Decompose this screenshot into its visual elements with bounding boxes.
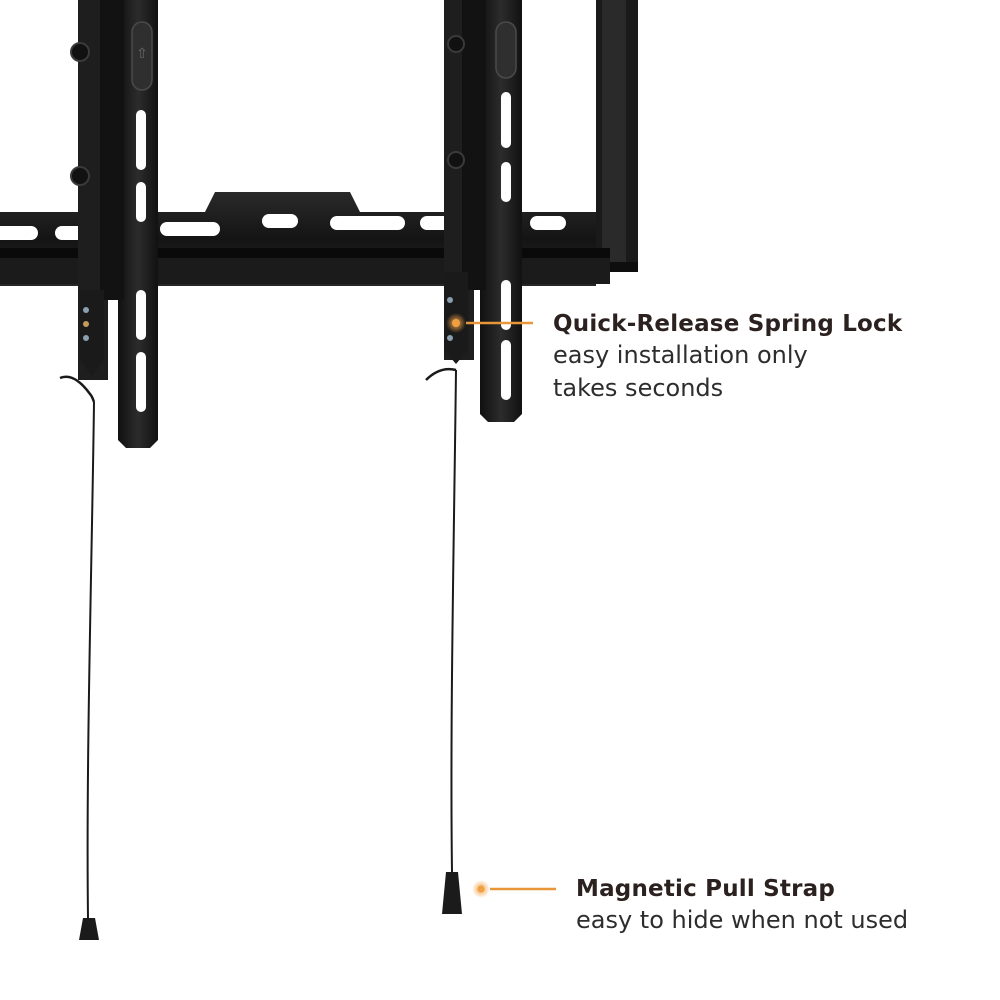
pull-weight-icon — [79, 918, 99, 940]
wall-plate-frame — [596, 0, 638, 272]
screw-icon — [447, 151, 465, 169]
callout-pull-strap: Magnetic Pull Strap easy to hide when no… — [576, 874, 996, 937]
screw-icon — [70, 42, 90, 62]
callout-spring-lock: Quick-Release Spring Lock easy installat… — [553, 309, 993, 405]
screw-icon — [70, 166, 90, 186]
left-pull-strap — [59, 375, 99, 940]
pull-weight-icon — [442, 872, 462, 914]
callout-title: Magnetic Pull Strap — [576, 876, 836, 902]
right-pull-strap — [425, 367, 462, 914]
callout-desc-line: easy to hide when not used — [576, 906, 909, 934]
callout-title: Quick-Release Spring Lock — [553, 311, 903, 337]
right-mounting-arm — [444, 0, 522, 422]
callout-desc-line: easy installation only — [553, 341, 808, 369]
screw-icon — [447, 35, 465, 53]
callout-marker-pull-strap — [472, 880, 556, 898]
callout-desc-line: takes seconds — [553, 374, 724, 402]
left-mounting-arm: ⇧ — [70, 0, 158, 448]
arrow-up-icon: ⇧ — [136, 46, 148, 62]
callout-marker-spring-lock — [446, 313, 533, 333]
